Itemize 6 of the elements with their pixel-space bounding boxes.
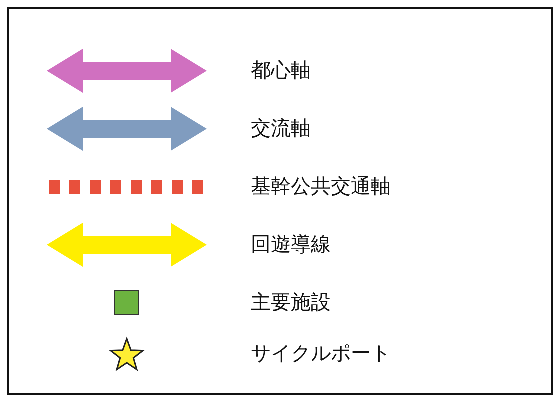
legend-label: 交流軸 bbox=[251, 116, 311, 140]
legend-label: 都心軸 bbox=[251, 58, 311, 82]
legend-label: 基幹公共交通軸 bbox=[251, 174, 391, 198]
legend-label: 主要施設 bbox=[251, 290, 331, 314]
legend-label: サイクルポート bbox=[251, 341, 391, 365]
legend-label: 回遊導線 bbox=[251, 232, 331, 256]
